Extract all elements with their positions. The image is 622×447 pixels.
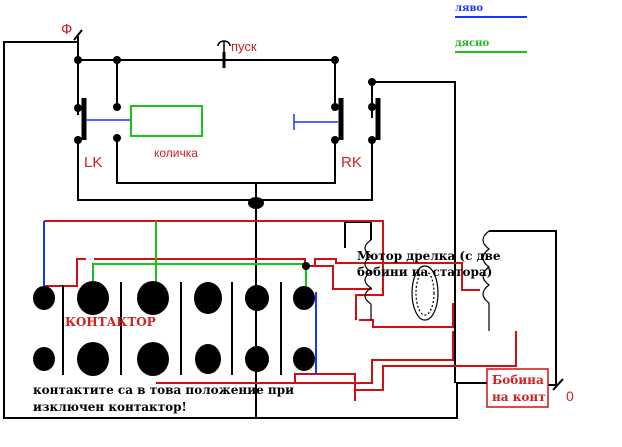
green-wires xyxy=(92,221,307,290)
motor-rotor-icon xyxy=(411,265,439,321)
coil-label-line2: на конт xyxy=(492,390,546,404)
red-winding-loop xyxy=(359,303,454,328)
red-lower-2 xyxy=(296,331,454,384)
terminal-bot-1 xyxy=(33,347,55,371)
motor-lead-top xyxy=(345,221,372,240)
start-label: пуск xyxy=(231,39,257,54)
trolley-label: количка xyxy=(154,146,198,160)
terminal-top-1 xyxy=(33,286,55,310)
phase-tick xyxy=(73,29,83,41)
motor-label-line1: Мотор дрелка (с две xyxy=(357,249,501,263)
terminal-top-4 xyxy=(194,282,222,314)
phase-label: Ф xyxy=(61,21,73,38)
red-coil-lead xyxy=(345,220,384,320)
limit-links xyxy=(86,114,338,130)
terminal-bot-5 xyxy=(245,346,269,372)
neutral-tick xyxy=(552,378,564,391)
legend-left-label: ляво xyxy=(455,3,484,14)
terminal-top-3 xyxy=(137,281,169,315)
red-mid-bus xyxy=(94,258,372,290)
terminal-bot-6 xyxy=(293,347,315,371)
contactor-label: КОНТАКТОР xyxy=(65,315,156,329)
contactor-coil-box xyxy=(486,368,549,408)
rk-right-to-coil xyxy=(372,81,456,383)
terminal-bot-4 xyxy=(195,344,221,374)
red-motor-b xyxy=(306,258,480,291)
winding-b-icon xyxy=(482,230,490,304)
terminal-bot-2 xyxy=(77,342,109,376)
coil-label-line1: Бобина xyxy=(492,373,544,387)
red-wires xyxy=(44,220,517,401)
lk-right-lower xyxy=(116,138,336,184)
rk-label: RK xyxy=(341,154,362,171)
note-line1: контактите са в това положение при xyxy=(33,383,294,397)
terminal-bot-3 xyxy=(137,342,169,376)
note-line2: изключен контактор! xyxy=(33,400,187,414)
neutral-label: 0 xyxy=(566,388,574,404)
lk-label: LK xyxy=(84,154,103,171)
trolley-block xyxy=(130,105,203,137)
node-dots xyxy=(74,56,376,270)
start-button-icon xyxy=(217,40,231,52)
legend-right-label: дясно xyxy=(455,38,490,49)
lk-to-bottom-bus xyxy=(77,140,373,201)
switch-contacts xyxy=(81,52,381,140)
red-lower-3 xyxy=(356,331,517,391)
winding-a-icon xyxy=(364,239,373,305)
terminal-top-2 xyxy=(77,281,109,315)
motor-label-line2: бобини на статора) xyxy=(357,265,493,279)
terminal-top-6 xyxy=(293,286,315,310)
neutral-wire xyxy=(515,230,557,386)
contactor-terminals xyxy=(33,281,315,376)
green-2 xyxy=(92,263,307,290)
motor-windings xyxy=(364,230,490,331)
contactor-bars xyxy=(62,282,282,375)
terminal-top-5 xyxy=(245,285,269,311)
red-left-bus xyxy=(44,258,86,287)
